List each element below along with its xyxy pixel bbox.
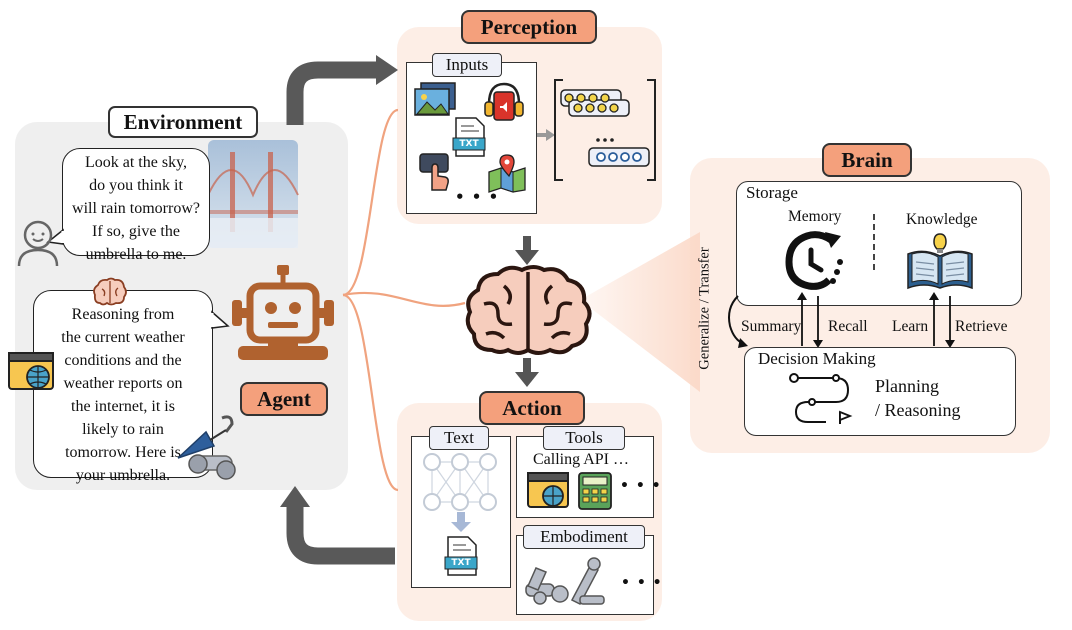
user-message-line: If so, give the — [92, 223, 180, 240]
memory-clock-icon — [785, 231, 843, 290]
calculator-tool-icon — [578, 472, 612, 510]
agent-robot-icon — [232, 265, 334, 360]
txt-document-icon — [452, 117, 486, 157]
user-message-line: do you think it — [89, 177, 183, 194]
tools-label: Tools — [543, 426, 625, 450]
inputs-label: Inputs — [432, 53, 502, 77]
agent-message-line: your umbrella. — [75, 467, 171, 484]
planning-path-icon — [789, 373, 853, 424]
decision-making-box — [744, 347, 1016, 436]
agent-message-line: likely to rain — [82, 421, 164, 438]
agent-message-line: weather reports on — [63, 375, 183, 392]
user-bubble-tail — [46, 228, 65, 245]
decision-making-label: Decision Making — [758, 349, 876, 368]
brain-title: Brain — [822, 143, 912, 177]
learn-label: Learn — [892, 318, 929, 335]
embodiment-label: Embodiment — [523, 525, 645, 549]
map-location-icon — [488, 154, 526, 193]
user-speech-bubble: Look at the sky, do you think it will ra… — [62, 148, 210, 263]
agent-message-line: tomorrow. Here is — [65, 444, 181, 461]
reasoning-label: / Reasoning — [875, 400, 961, 420]
image-stack-icon — [414, 82, 456, 116]
txt-badge: TXT — [459, 139, 479, 149]
recall-label: Recall — [828, 318, 868, 335]
user-message-line: Look at the sky, — [84, 154, 188, 171]
generalize-transfer-label: Generalize / Transfer — [696, 247, 713, 370]
foggy-bridge-image — [207, 140, 299, 248]
knowledge-book-icon — [907, 233, 973, 290]
storage-box — [736, 181, 1022, 306]
embodiment-ellipsis: • • • — [621, 575, 663, 591]
umbrella-robot-arm-icon — [177, 415, 236, 480]
storage-label: Storage — [746, 183, 798, 202]
perception-title: Perception — [461, 10, 597, 44]
user-person-icon — [17, 220, 59, 267]
calling-api-label: Calling API … — [533, 451, 630, 468]
central-brain-icon — [465, 265, 592, 355]
agent-message-line: the current weather — [61, 329, 185, 346]
planning-label: Planning — [875, 376, 940, 396]
user-message-line: will rain tomorrow? — [72, 200, 200, 217]
knowledge-label: Knowledge — [906, 211, 978, 228]
environment-title: Environment — [108, 106, 258, 138]
touch-tap-icon — [419, 153, 449, 191]
neural-network-icon — [423, 453, 497, 511]
agent-bubble-tail — [210, 310, 230, 329]
user-message-line: umbrella to me. — [85, 246, 187, 263]
storage-divider — [873, 214, 875, 274]
summary-label: Summary — [741, 318, 802, 335]
txt-output-document-icon — [444, 536, 478, 576]
txt-output-badge: TXT — [451, 558, 471, 568]
agent-speech-bubble: Reasoning from the current weather condi… — [33, 290, 213, 484]
small-brain-icon — [93, 277, 127, 306]
agent-label: Agent — [240, 382, 328, 416]
agent-message-line: the internet, it is — [71, 398, 175, 415]
audio-headphones-icon — [484, 82, 524, 121]
memory-label: Memory — [788, 208, 842, 225]
text-action-label: Text — [429, 426, 489, 450]
web-browser-icon — [8, 352, 54, 390]
text-output-arrow — [451, 512, 471, 532]
agent-message-line: conditions and the — [64, 352, 182, 369]
robot-arms-icon — [525, 557, 605, 605]
agent-message-line: Reasoning from — [71, 306, 175, 323]
action-title: Action — [479, 391, 585, 425]
encoded-token-vectors — [554, 79, 656, 181]
browser-tool-icon — [527, 472, 569, 508]
tools-ellipsis: • • • — [620, 478, 662, 494]
inputs-ellipsis: • • • — [455, 188, 500, 206]
storage-decision-arrows — [728, 292, 955, 348]
retrieve-label: Retrieve — [955, 318, 1008, 335]
